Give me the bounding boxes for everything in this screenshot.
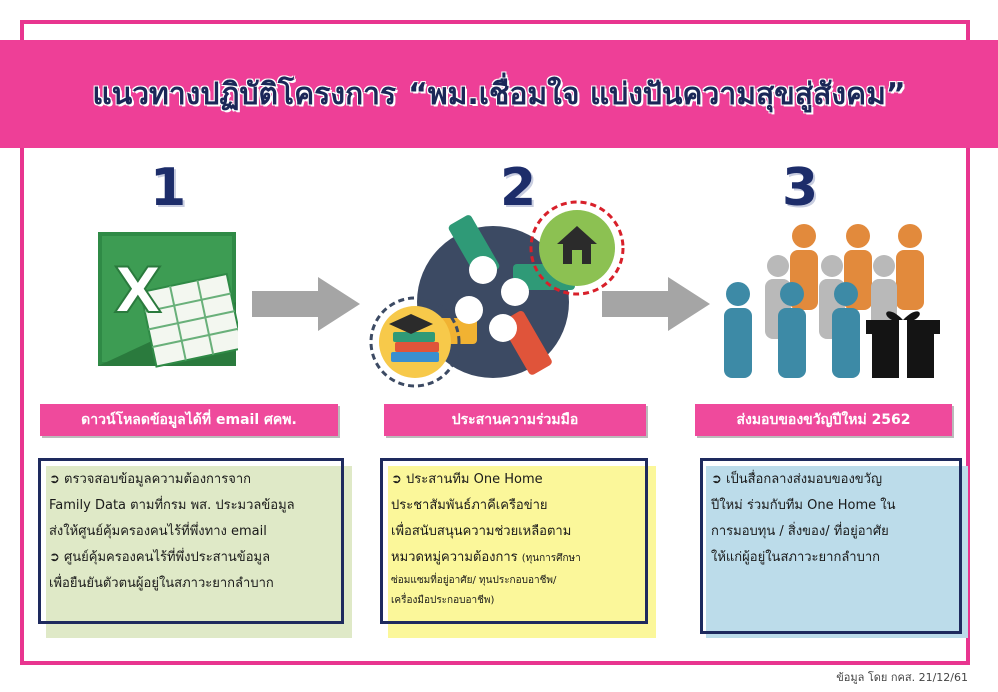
card-line: Family Data ตามที่กรม พส. ประมวลข้อมูล bbox=[49, 498, 295, 513]
card-line: ส่งให้ศูนย์คุ้มครองคนไร้ที่พึ่งทาง email bbox=[49, 524, 267, 539]
card-line: การมอบทุน / สิ่งของ/ ที่อยู่อาศัย bbox=[711, 524, 889, 539]
card-line: ปีใหม่ ร่วมกับทีม One Home ใน bbox=[711, 498, 896, 513]
card-line: ➲ ศูนย์คุ้มครองคนไร้ที่พึ่งประสานข้อมูล bbox=[49, 550, 271, 565]
step-3-card: ➲ เป็นสื่อกลางส่งมอบของขวัญ ปีใหม่ ร่วมก… bbox=[700, 458, 962, 634]
arrow-right-icon bbox=[252, 277, 360, 331]
step-2-card: ➲ ประสานทีม One Home ประชาสัมพันธ์ภาคีเค… bbox=[380, 458, 648, 624]
card-line: เพื่อยืนยันตัวตนผู้อยู่ในสภาวะยากลำบาก bbox=[49, 576, 274, 591]
step-2-number: 2 bbox=[500, 158, 537, 218]
step-3-number: 3 bbox=[782, 158, 819, 218]
step-1-label: ดาวน์โหลดข้อมูลได้ที่ email ศคพ. bbox=[40, 404, 338, 436]
card-line: ➲ ประสานทีม One Home bbox=[391, 472, 543, 487]
card-small-line: ซ่อมแซมที่อยู่อาศัย/ ทุนประกอบอาชีพ/ bbox=[391, 575, 557, 586]
arrow-right-icon bbox=[602, 277, 710, 331]
card-3-background bbox=[706, 466, 968, 638]
title-banner: แนวทางปฏิบัติโครงการ “พม.เชื่อมใจ แบ่งปัน… bbox=[0, 40, 998, 148]
card-1-background bbox=[46, 466, 352, 638]
card-line: ➲ ตรวจสอบข้อมูลความต้องการจาก bbox=[49, 472, 251, 487]
card-small-line: เครื่องมือประกอบอาชีพ) bbox=[391, 595, 495, 606]
outer-frame bbox=[20, 20, 970, 665]
step-1-number: 1 bbox=[150, 158, 187, 218]
handshake-icon bbox=[369, 200, 625, 388]
title-prefix: แนวทางปฏิบัติโครงการ bbox=[92, 76, 397, 112]
step-2-label: ประสานความร่วมมือ bbox=[384, 404, 646, 436]
card-line: ประชาสัมพันธ์ภาคีเครือข่าย bbox=[391, 498, 548, 513]
card-line: เพื่อสนับสนุนความช่วยเหลือตาม bbox=[391, 524, 572, 539]
svg-text:X: X bbox=[114, 254, 162, 327]
card-line: หมวดหมู่ความต้องการ (ทุนการศึกษา bbox=[391, 545, 637, 571]
source-footer: ข้อมูล โดย กคส. 21/12/61 bbox=[836, 671, 968, 684]
card-2-background bbox=[388, 466, 656, 638]
card-line-text: หมวดหมู่ความต้องการ bbox=[391, 550, 518, 565]
excel-icon: X bbox=[98, 232, 238, 368]
card-line: ให้แก่ผู้อยู่ในสภาวะยากลำบาก bbox=[711, 550, 881, 565]
people-gift-icon bbox=[724, 224, 940, 378]
title-quote: “พม.เชื่อมใจ แบ่งปันความสุขสู่สังคม” bbox=[408, 76, 906, 112]
page-title: แนวทางปฏิบัติโครงการ “พม.เชื่อมใจ แบ่งปัน… bbox=[92, 71, 905, 118]
card-small-text: (ทุนการศึกษา bbox=[521, 553, 581, 564]
step-3-label: ส่งมอบของขวัญปีใหม่ 2562 bbox=[695, 404, 952, 436]
card-line: ➲ เป็นสื่อกลางส่งมอบของขวัญ bbox=[711, 472, 883, 487]
step-1-card: ➲ ตรวจสอบข้อมูลความต้องการจาก Family Dat… bbox=[38, 458, 344, 624]
